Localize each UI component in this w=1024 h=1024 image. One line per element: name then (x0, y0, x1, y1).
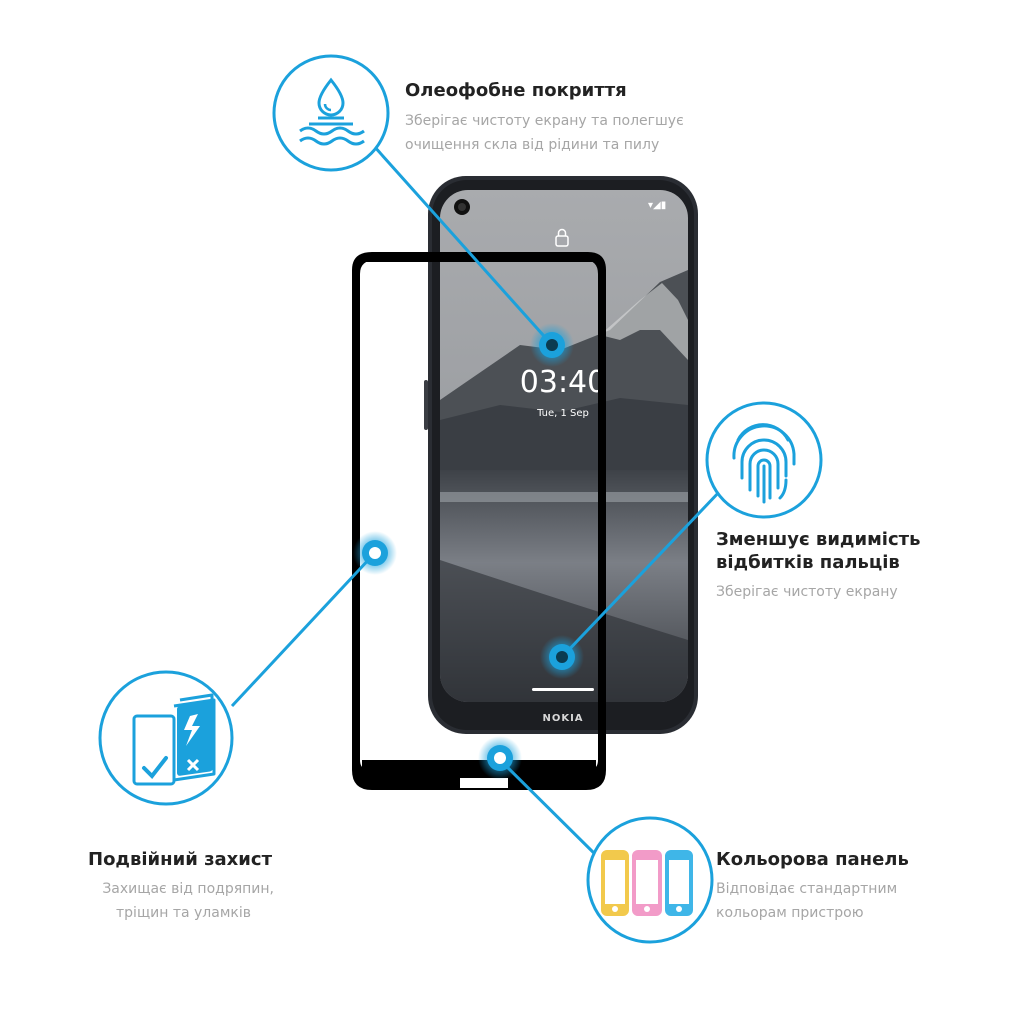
target-dot-fingerprint (540, 635, 584, 679)
target-dots (353, 323, 584, 780)
phone-brand: NOKIA (542, 713, 583, 724)
colored-phones-icon (586, 816, 714, 944)
water-drop-icon (272, 54, 390, 172)
fingerprint-icon (705, 401, 823, 519)
double-desc-line1: Захищає від подряпин, (102, 881, 274, 897)
target-dot-double (353, 531, 397, 575)
color-desc-line1: Відповідає стандартним (716, 881, 898, 897)
shield-phones-icon (98, 670, 234, 806)
fingerprint-title-line1: Зменшує видимість (716, 529, 921, 550)
target-dot-oleophobic (530, 323, 574, 367)
lockscreen-time: 03:40 (520, 365, 606, 400)
color-desc-line2: кольорам пристрою (716, 905, 864, 921)
double-desc-line2: тріщин та уламків (116, 905, 251, 921)
svg-text:▾◢▮: ▾◢▮ (648, 200, 666, 211)
double-title: Подвійний захист (88, 849, 272, 870)
glass-frame (352, 252, 606, 790)
oleophobic-desc-line2: очищення скла від рідини та пилу (405, 137, 660, 153)
fingerprint-title-line2: відбитків пальців (716, 552, 900, 573)
target-dot-color (478, 736, 522, 780)
oleophobic-desc-line1: Зберігає чистоту екрану та полегшує (405, 113, 684, 129)
fingerprint-desc: Зберігає чистоту екрану (716, 584, 898, 600)
connector-lines (230, 143, 723, 864)
phone-device: ▾◢▮ 03:40 Tue, 1 Sep NOKIA (424, 176, 698, 734)
oleophobic-title: Олеофобне покриття (405, 80, 627, 101)
color-title: Кольорова панель (716, 849, 909, 870)
lockscreen-date: Tue, 1 Sep (536, 408, 589, 419)
